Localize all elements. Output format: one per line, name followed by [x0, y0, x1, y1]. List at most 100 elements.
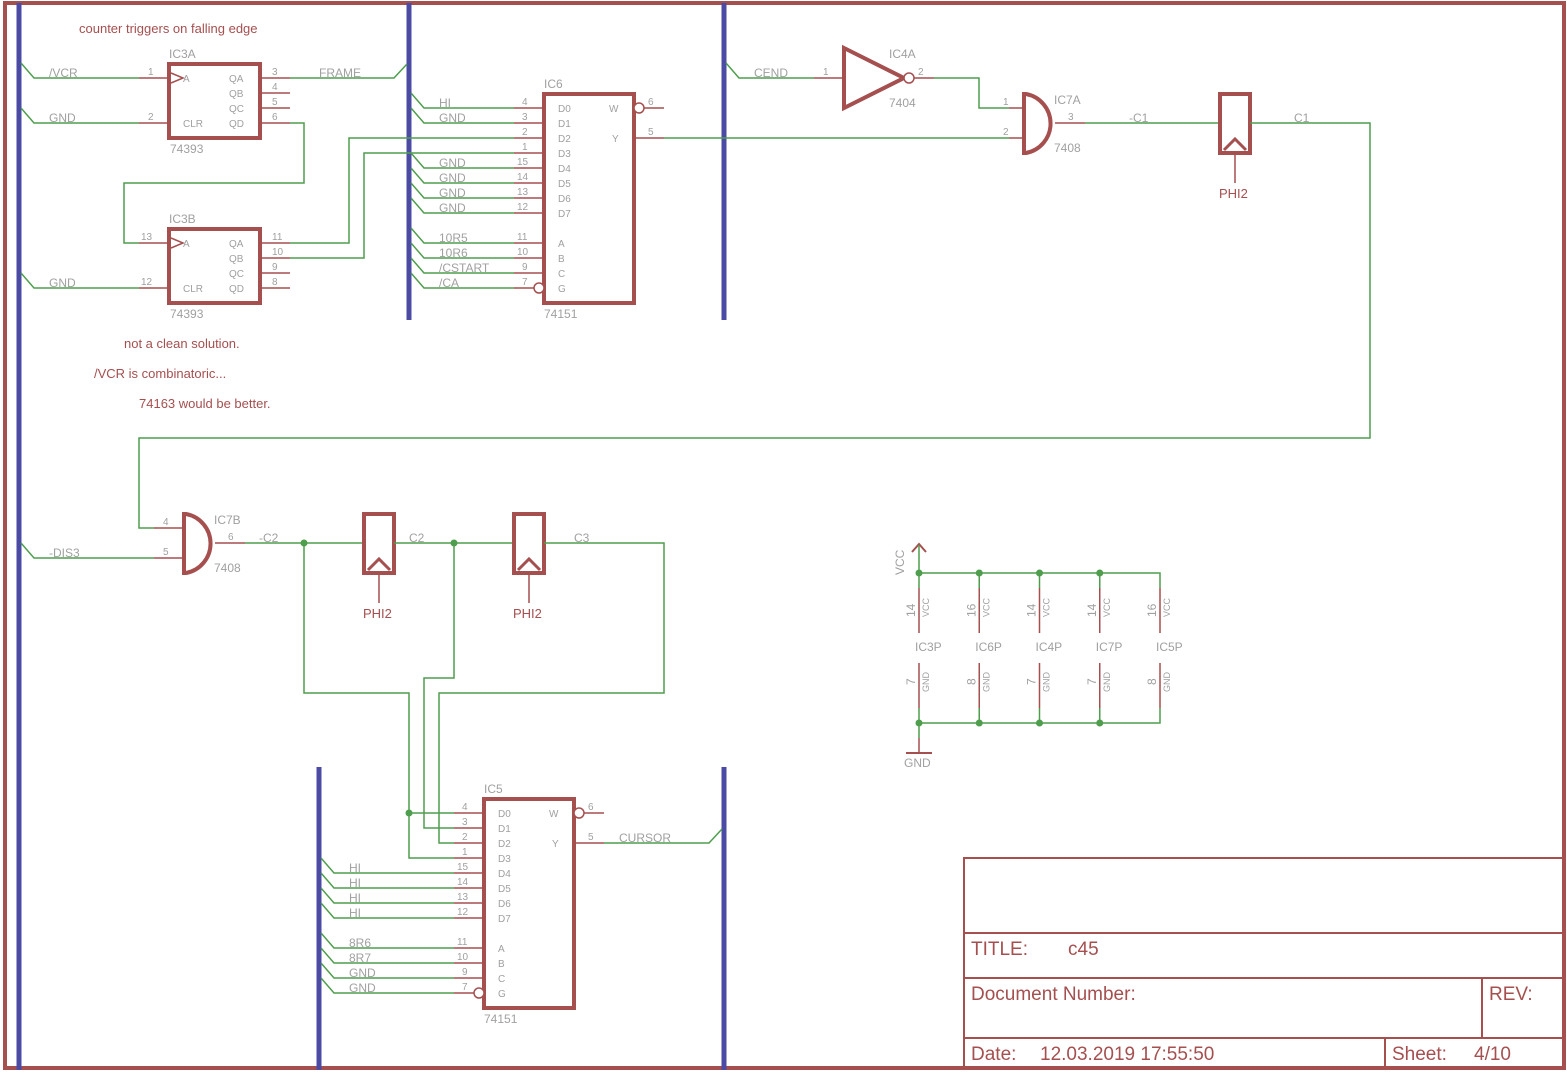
- ic5-net-g: GND: [349, 981, 376, 995]
- net-wire: [410, 152, 514, 169]
- power-gnd-pin-num: 8: [1145, 678, 1159, 685]
- ic7a-body: [1022, 92, 1053, 155]
- flipflop-c2[interactable]: PHI2: [362, 512, 396, 621]
- ic7a-part: 7408: [1054, 141, 1081, 155]
- ic5-net-d5: HI: [349, 876, 361, 890]
- net-frame: FRAME: [319, 66, 361, 80]
- ic6-pin-y: Y: [612, 134, 619, 145]
- ic5-pin-a: A: [498, 944, 505, 955]
- ff3-clock-label: PHI2: [513, 606, 542, 621]
- ic5-pin-d6: D6: [498, 899, 511, 910]
- ic4a-inverter[interactable]: IC4A 7404 1 2: [814, 44, 934, 112]
- flipflop-c3[interactable]: PHI2: [512, 512, 546, 621]
- vcc-label: VCC: [893, 549, 907, 575]
- ic3b-pin-qd: QD: [229, 284, 244, 295]
- power-gnd-pin-num: 8: [964, 678, 978, 685]
- ic6-pin-a: A: [558, 239, 565, 250]
- net-cursor: CURSOR: [619, 831, 671, 845]
- power-vcc-pin-name: VCC: [921, 597, 931, 617]
- net-c2-inv: -C2: [259, 531, 279, 545]
- ic6-net-d1: GND: [439, 111, 466, 125]
- ic5-num-d5: 14: [457, 877, 469, 888]
- ic6-net-d5: GND: [439, 171, 466, 185]
- ic6-mux[interactable]: IC6 74151 D04HID13GNDD22D31D415GNDD514GN…: [410, 77, 664, 321]
- ic6-net-a: 10R5: [439, 231, 468, 245]
- ic5-pin-d0: D0: [498, 809, 511, 820]
- ic5-pin-b: B: [498, 959, 505, 970]
- ic5-part: 74151: [484, 1012, 518, 1026]
- note-vcr-combinatoric: /VCR is combinatoric...: [94, 366, 226, 381]
- ic4a-num-out: 2: [918, 67, 924, 78]
- net-wire: [410, 167, 514, 184]
- ic5-net-b: 8R7: [349, 951, 371, 965]
- ic6-num-d0: 4: [522, 97, 528, 108]
- ic6-num-d2: 2: [522, 127, 528, 138]
- ic3a-num-qb: 4: [272, 82, 278, 93]
- net-wire: [320, 857, 454, 874]
- ic3b-num-a: 13: [141, 232, 153, 243]
- ic5-num-g: 7: [462, 982, 468, 993]
- ic5-pin-d7: D7: [498, 914, 511, 925]
- ic5-mux[interactable]: IC5 74151 D04D13D22D31D415HID514HID613HI…: [320, 782, 604, 1026]
- ic3b-part: 74393: [170, 307, 204, 321]
- ic3b-counter[interactable]: IC3B 74393 A CLR QA QB QC QD 13 12 11 10…: [139, 212, 290, 321]
- junction-dot: [405, 809, 413, 817]
- clock-input-icon: [170, 237, 185, 249]
- date-label: Date:: [971, 1044, 1016, 1065]
- clock-input-icon: [170, 72, 185, 84]
- ic3b-num-qb: 10: [272, 247, 284, 258]
- ic5-net-d6: HI: [349, 891, 361, 905]
- ic6-pin-c: C: [558, 269, 565, 280]
- power-gnd-pin-name: GND: [1162, 672, 1172, 693]
- power-vcc-pin-name: VCC: [981, 597, 991, 617]
- ic5-pin-d3: D3: [498, 854, 511, 865]
- net-wire: [320, 962, 454, 979]
- net-c1-inv: -C1: [1129, 111, 1149, 125]
- ic7b-num-out: 6: [228, 532, 234, 543]
- ic5-num-a: 11: [457, 937, 468, 948]
- date-value: 12.03.2019 17:55:50: [1040, 1044, 1214, 1065]
- ic4a-name: IC4A: [889, 47, 916, 61]
- ic5-pin-d2: D2: [498, 839, 511, 850]
- ic3a-counter[interactable]: IC3A 74393 A CLR QA QB QC QD 1 2 3 4 5 6: [139, 47, 290, 156]
- flipflop-c1[interactable]: PHI2: [1218, 92, 1252, 201]
- ic3b-pin-a: A: [183, 239, 190, 250]
- ic3b-num-clr: 12: [141, 277, 153, 288]
- ic5-pin-d4: D4: [498, 869, 511, 880]
- power-vcc-pin-name: VCC: [1162, 597, 1172, 617]
- ic6-pin-d1: D1: [558, 119, 571, 130]
- ic3a-pin-qd: QD: [229, 119, 244, 130]
- power-vcc-pin-name: VCC: [1042, 597, 1052, 617]
- ic3a-num-qc: 5: [272, 97, 278, 108]
- ic6-net-g: /CA: [439, 276, 459, 290]
- ic3b-pin-qb: QB: [229, 254, 244, 265]
- ic7b-and-gate[interactable]: IC7B 7408 4 5 6: [154, 512, 245, 575]
- sheet-label: Sheet:: [1392, 1044, 1447, 1065]
- power-gnd-pin-num: 7: [1085, 678, 1099, 685]
- ic6-net-d4: GND: [439, 156, 466, 170]
- ic5-num-d2: 2: [462, 832, 468, 843]
- ic6-pin-w: W: [609, 104, 619, 115]
- power-part-ic6p: IC6P: [975, 640, 1002, 654]
- ic5-num-d4: 15: [457, 862, 469, 873]
- ic4a-part: 7404: [889, 96, 916, 110]
- ic6-net-c: /CSTART: [439, 261, 490, 275]
- ic6-net-d6: GND: [439, 186, 466, 200]
- net-wire: [410, 242, 514, 259]
- ic7a-num-in2: 2: [1003, 127, 1009, 138]
- ic6-num-a: 11: [517, 232, 528, 243]
- ic3a-pin-clr: CLR: [183, 119, 203, 130]
- ic6-net-d0: HI: [439, 96, 451, 110]
- ic6-num-d7: 12: [517, 202, 529, 213]
- ic5-pin-d5: D5: [498, 884, 511, 895]
- ic7a-and-gate[interactable]: IC7A 7408 1 2 3: [1003, 92, 1085, 155]
- ff1-body: [1218, 92, 1252, 155]
- ic6-pin-d5: D5: [558, 179, 571, 190]
- ic6-pin-d3: D3: [558, 149, 571, 160]
- power-part-ic3p: IC3P: [915, 640, 942, 654]
- ic5-num-d1: 3: [462, 817, 468, 828]
- net-wire: [410, 197, 514, 214]
- net-wire: [410, 257, 514, 274]
- sheet-value: 4/10: [1474, 1044, 1511, 1065]
